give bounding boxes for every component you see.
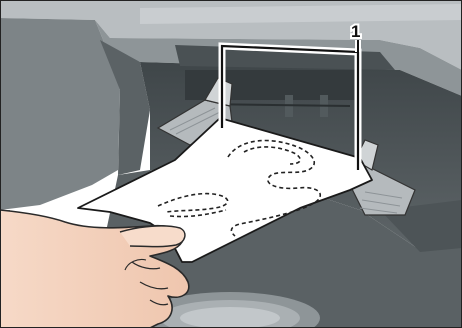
callout-label: 1 bbox=[351, 22, 360, 41]
callout-number: 1 bbox=[351, 22, 360, 41]
hand bbox=[0, 210, 189, 328]
